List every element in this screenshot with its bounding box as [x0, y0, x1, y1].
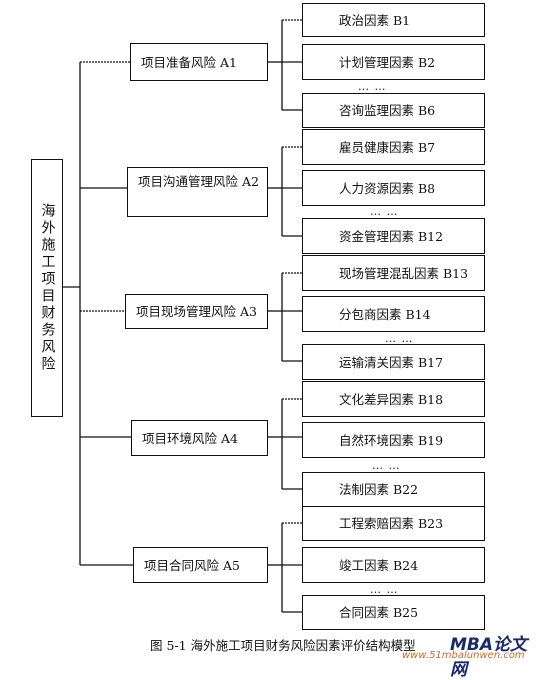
node-b25-label: 合同因素 B25: [339, 605, 419, 620]
node-a3-label: 项目现场管理风险 A3: [136, 304, 257, 319]
node-b14: 分包商因素 B14: [302, 296, 485, 332]
node-a3: 项目现场管理风险 A3: [125, 294, 268, 329]
ellipsis-group-1: … …: [358, 80, 387, 93]
node-a4-label: 项目环境风险 A4: [142, 430, 238, 446]
node-b8: 人力资源因素 B8: [302, 170, 485, 206]
node-b1-label: 政治因素 B1: [339, 12, 411, 28]
node-a2-label: 项目沟通管理风险 A2: [138, 174, 259, 189]
node-b18-label: 文化差异因素 B18: [339, 391, 444, 407]
connector-lines: [63, 19, 302, 613]
node-b12-label: 资金管理因素 B12: [339, 228, 444, 244]
node-a1-label: 项目准备风险 A1: [141, 54, 237, 70]
node-b6: 咨询监理因素 B6: [302, 93, 485, 128]
node-b17: 运输清关因素 B17: [302, 344, 485, 380]
node-b13: 现场管理混乱因素 B13: [302, 255, 485, 291]
ellipsis-group-5: … …: [370, 583, 399, 596]
node-b7-label: 雇员健康因素 B7: [339, 139, 436, 155]
node-a1: 项目准备风险 A1: [130, 43, 268, 81]
root-node-label: 海外施工项目财务风险: [39, 203, 56, 373]
node-b19: 自然环境因素 B19: [302, 422, 485, 458]
node-b2-label: 计划管理因素 B2: [339, 54, 436, 70]
node-b24-label: 竣工因素 B24: [339, 557, 419, 573]
node-a4: 项目环境风险 A4: [131, 420, 268, 456]
watermark-url: www.51mbalunwen.com: [402, 650, 525, 661]
node-a2: 项目沟通管理风险 A2: [127, 167, 268, 217]
node-b19-label: 自然环境因素 B19: [339, 432, 444, 448]
node-b24: 竣工因素 B24: [302, 547, 485, 583]
node-b6-label: 咨询监理因素 B6: [339, 103, 436, 118]
node-b14-label: 分包商因素 B14: [339, 306, 431, 322]
figure-caption: 图 5-1 海外施工项目财务风险因素评价结构模型: [150, 638, 416, 653]
node-b1: 政治因素 B1: [302, 3, 485, 37]
ellipsis-group-4: … …: [372, 459, 401, 472]
node-b25: 合同因素 B25: [302, 595, 485, 630]
node-a5-label: 项目合同风险 A5: [144, 557, 240, 573]
node-b23-label: 工程索赔因素 B23: [339, 516, 444, 531]
node-a5: 项目合同风险 A5: [133, 547, 268, 583]
node-b7: 雇员健康因素 B7: [302, 129, 485, 165]
node-b12: 资金管理因素 B12: [302, 218, 485, 254]
hierarchy-diagram: 海外施工项目财务风险 项目准备风险 A1 项目沟通管理风险 A2 项目现场管理风…: [31, 3, 527, 680]
node-b17-label: 运输清关因素 B17: [339, 354, 444, 370]
node-b2: 计划管理因素 B2: [302, 44, 485, 80]
node-b18: 文化差异因素 B18: [302, 381, 485, 417]
root-node: 海外施工项目财务风险: [31, 159, 63, 417]
ellipsis-group-3: … …: [385, 332, 414, 345]
node-b8-label: 人力资源因素 B8: [339, 180, 436, 196]
node-b23: 工程索赔因素 B23: [302, 506, 485, 541]
node-b22: 法制因素 B22: [302, 472, 485, 507]
ellipsis-group-2: … …: [370, 205, 399, 218]
node-b13-label: 现场管理混乱因素 B13: [339, 265, 469, 281]
node-b22-label: 法制因素 B22: [339, 482, 419, 497]
